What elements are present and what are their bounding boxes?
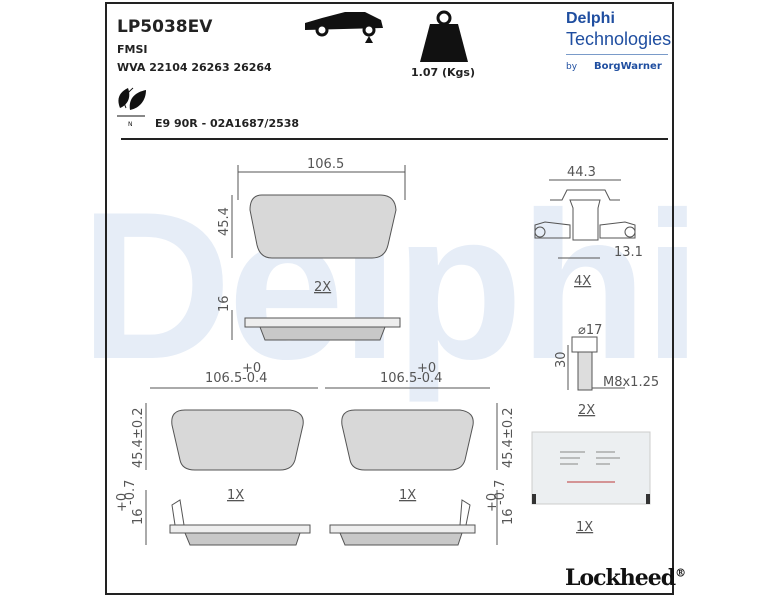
brand-name-line2: Technologies	[566, 29, 672, 49]
pad-top-thickness: 16	[217, 295, 232, 312]
pad-top-qty: 2X	[314, 280, 331, 295]
pad-a-view	[145, 387, 318, 546]
weight-value: 1.07 (Kgs)	[411, 66, 475, 79]
svg-text:N: N	[128, 121, 133, 128]
grease-sachet	[531, 431, 651, 505]
pad-top-height: 45.4	[217, 207, 232, 236]
fmsi-label: FMSI	[117, 43, 148, 56]
pad-a-width-tol-lower: -0.4	[242, 371, 267, 386]
pad-b-thickness-tol-upper: +0	[485, 493, 500, 512]
pad-b-qty: 1X	[399, 488, 416, 503]
brand-by: by	[566, 62, 578, 72]
clip-drawing	[534, 179, 636, 259]
pad-a-width-tol-upper: +0	[242, 361, 261, 376]
part-number: LP5038EV	[117, 17, 213, 37]
weight-icon	[420, 10, 468, 62]
pad-b-thickness: 16	[501, 508, 516, 525]
lockheed-logo: Lockheed®	[565, 565, 686, 591]
pad-b-width-tol-upper: +0	[417, 361, 436, 376]
brand-divider	[566, 54, 668, 55]
bolt-diameter: ⌀17	[578, 323, 602, 338]
pad-b-thickness-tol-lower: -0.7	[493, 480, 508, 505]
brand-parent: BorgWarner	[594, 61, 662, 72]
approval-number: E9 90R - 02A1687/2538	[155, 117, 300, 130]
pad-b-width-tol-lower: -0.4	[417, 371, 442, 386]
pad-b-view	[325, 387, 498, 546]
pad-top-width: 106.5	[307, 157, 344, 172]
pad-top-view	[231, 165, 406, 341]
clip-gap: 13.1	[614, 245, 643, 260]
pad-a-width: 106.5	[205, 371, 242, 386]
product-sheet-frame	[105, 2, 674, 595]
pad-a-thickness-tol-upper: +0	[115, 493, 130, 512]
car-rear-axle-icon	[305, 12, 383, 43]
pad-a-height: 45.4±0.2	[131, 407, 146, 468]
brand-name-line1: Delphi	[566, 10, 615, 27]
lockheed-logo-text: Lockheed	[565, 565, 676, 591]
grease-qty: 1X	[576, 520, 593, 535]
clip-qty: 4X	[574, 274, 591, 289]
pad-a-thickness: 16	[131, 508, 146, 525]
clip-width: 44.3	[567, 165, 596, 180]
wva-numbers: WVA 22104 26263 26264	[117, 61, 272, 74]
bolt-length: 30	[554, 351, 569, 368]
bolt-thread: M8x1.25	[603, 375, 659, 390]
leaf-icon: N	[117, 87, 146, 128]
bolt-drawing	[567, 336, 625, 391]
registered-mark: ®	[675, 566, 686, 580]
pad-a-qty: 1X	[227, 488, 244, 503]
pad-a-thickness-tol-lower: -0.7	[123, 480, 138, 505]
bolt-qty: 2X	[578, 403, 595, 418]
pad-b-width: 106.5	[380, 371, 417, 386]
pad-b-height: 45.4±0.2	[501, 407, 516, 468]
